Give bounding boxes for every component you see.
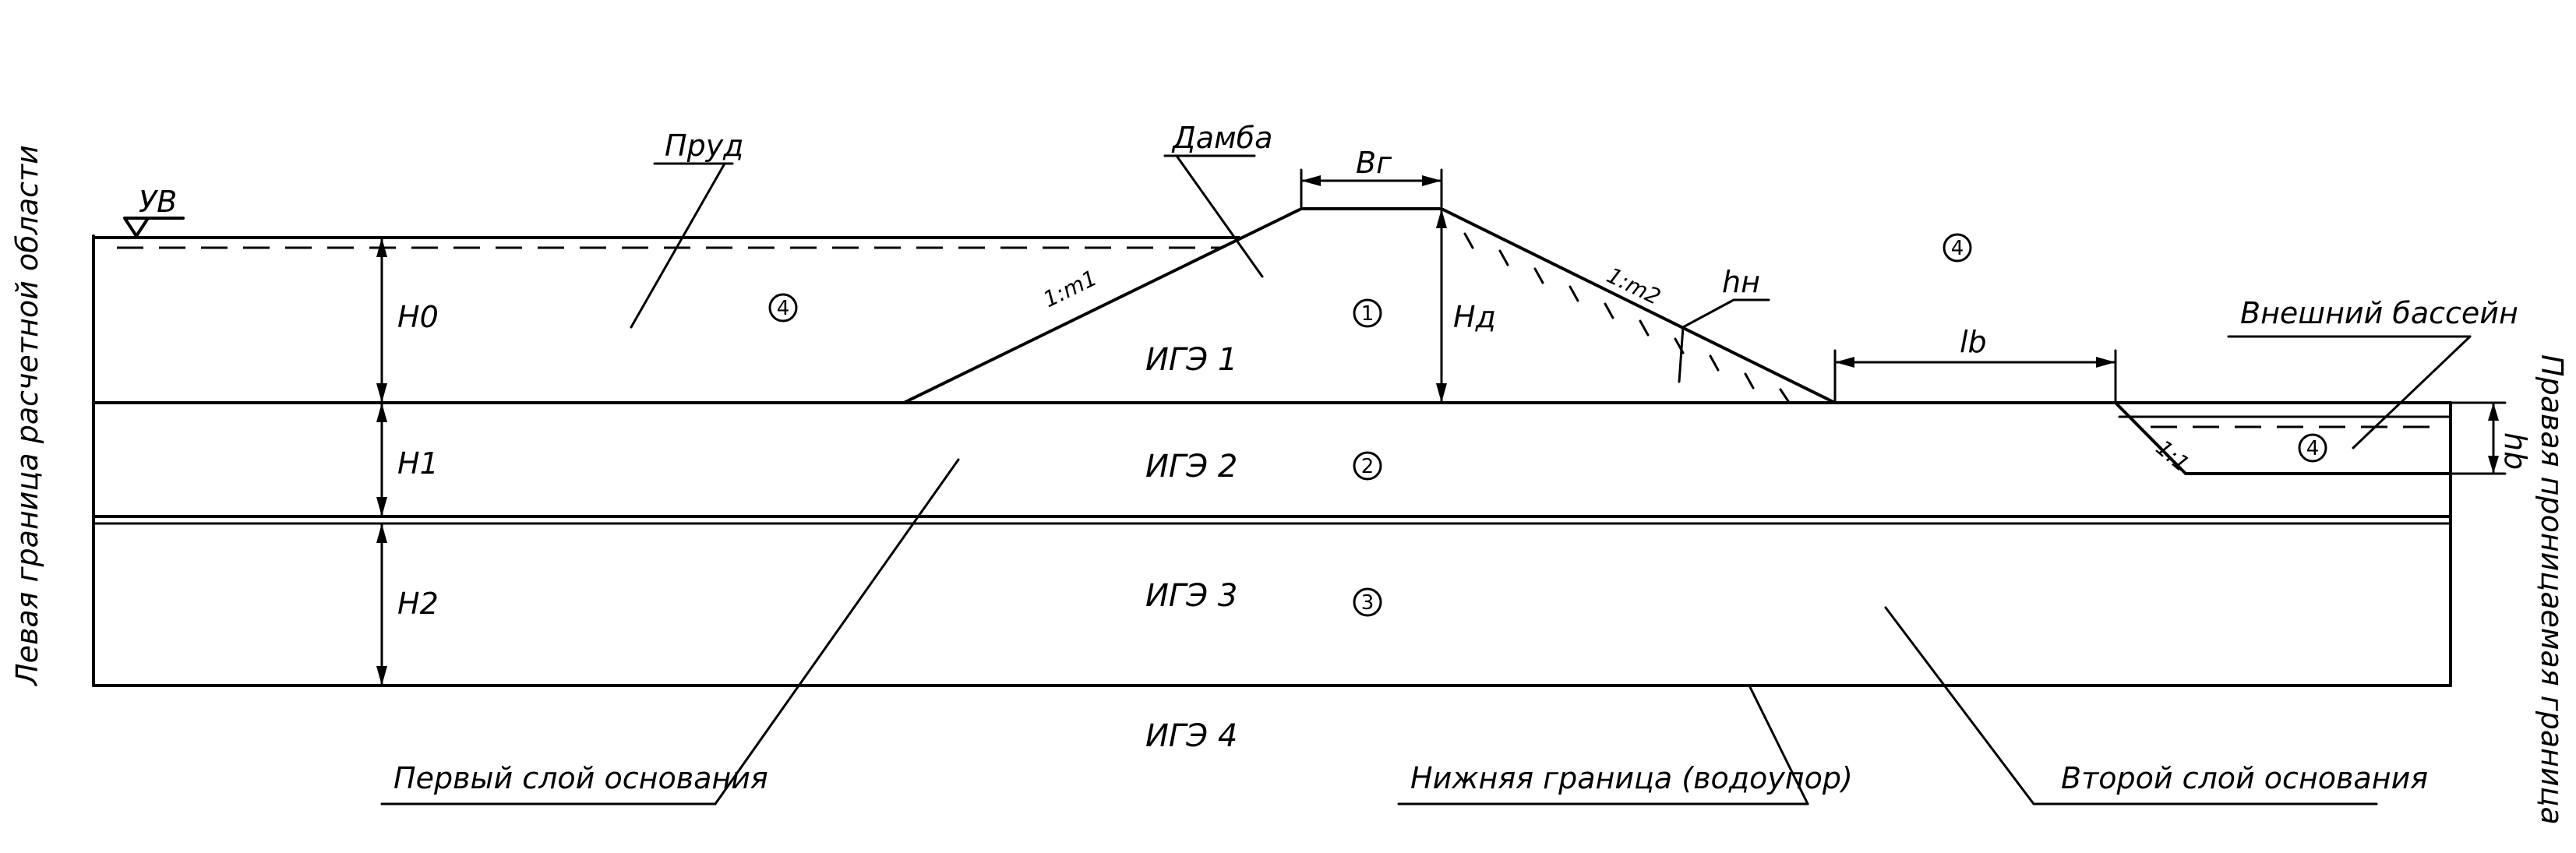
layer2-thickness-label: H2: [397, 587, 439, 621]
first-layer-leader: [714, 458, 960, 805]
dam-leader: [1175, 154, 1264, 278]
dam-height-arrow-top: [1436, 209, 1447, 228]
water-level-label: УВ: [139, 185, 177, 219]
left-boundary-label: Левая граница расчетной области: [10, 145, 44, 687]
dam-outline: [902, 207, 1837, 404]
bottom-boundary-leader: [1748, 684, 1809, 805]
basin-slope-label: 1:1: [2151, 435, 2195, 477]
svg-text:2: 2: [1361, 455, 1374, 478]
marker-4-pond: 4: [768, 293, 798, 323]
svg-text:3: 3: [1361, 591, 1374, 615]
first-layer-label: Первый слой основания: [393, 761, 768, 795]
outer-basin-label: Внешний бассейн: [2240, 296, 2518, 330]
marker-4-air: 4: [1943, 233, 1972, 263]
hb-label: hb: [2498, 432, 2532, 470]
hn-dim-line: [1681, 298, 1735, 329]
layer2-arrow-top: [376, 523, 387, 543]
bottom-boundary-label: Нижняя граница (водоупор): [1410, 761, 1853, 795]
pond-depth-label: H0: [397, 300, 439, 334]
outer-basin-outline: [2114, 401, 2452, 475]
svg-text:4: 4: [777, 297, 790, 320]
dam-label: Дамба: [1171, 121, 1272, 155]
layer2-arrow-bottom: [376, 666, 387, 686]
lb-arrow-left: [1835, 357, 1854, 368]
dam-slope-hatching: [1463, 232, 1790, 403]
layer1-arrow-top: [376, 403, 387, 422]
hn-label: hн: [1722, 265, 1760, 299]
crest-width-label: Bг: [1356, 146, 1392, 180]
right-boundary-label: Правая проницаемая граница: [2535, 354, 2569, 825]
pond-label: Пруд: [665, 129, 743, 163]
marker-2-layer: 2: [1353, 451, 1382, 481]
layer1-thickness-label: H1: [397, 446, 439, 481]
dam-height-label: Hд: [1453, 300, 1496, 334]
hb-arrow-bottom: [2488, 456, 2499, 474]
second-layer-leader: [1884, 606, 2035, 805]
marker-1-dam: 1: [1353, 298, 1382, 328]
svg-text:4: 4: [2306, 437, 2320, 460]
ige2-label: ИГЭ 2: [1145, 449, 1237, 485]
svg-text:1: 1: [1361, 302, 1374, 326]
svg-text:4: 4: [1951, 237, 1964, 260]
outer-basin-leader: [2352, 335, 2472, 449]
pond-depth-arrow-top: [376, 238, 387, 257]
ige1-label: ИГЭ 1: [1145, 342, 1237, 378]
pond-leader: [630, 162, 726, 329]
dam-height-arrow-bottom: [1436, 383, 1447, 403]
hb-arrow-top: [2488, 403, 2499, 421]
crest-width-arrow-left: [1301, 175, 1321, 186]
marker-3-layer: 3: [1353, 587, 1382, 617]
second-layer-label: Второй слой основания: [2061, 761, 2428, 795]
pond-depth-arrow-bottom: [376, 383, 387, 403]
marker-4-basin: 4: [2298, 433, 2327, 463]
water-level-marker: [123, 217, 150, 238]
layer1-arrow-bottom: [376, 497, 387, 516]
hn-dim-line-2: [1678, 326, 1685, 383]
crest-width-arrow-right: [1422, 175, 1442, 186]
ige4-label: ИГЭ 4: [1145, 718, 1237, 754]
upstream-slope-label: 1:m1: [1039, 265, 1101, 312]
lb-label: lb: [1960, 325, 1987, 359]
ige3-label: ИГЭ 3: [1145, 578, 1237, 614]
lb-arrow-right: [2096, 357, 2115, 368]
